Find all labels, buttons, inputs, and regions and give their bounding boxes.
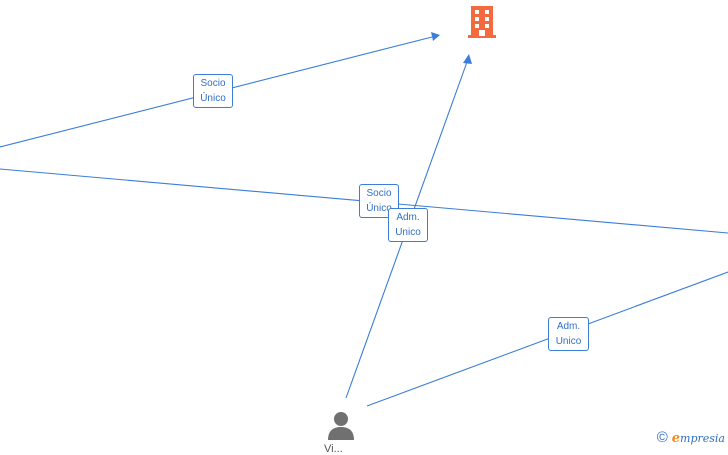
- edge-label-line1: Socio: [366, 188, 392, 199]
- edge-label-line2: Único: [366, 203, 392, 214]
- edge-label-line2: Unico: [395, 227, 421, 238]
- edge-label-line2: Unico: [555, 336, 582, 347]
- edge-label-socio-unico-left[interactable]: Socio Único: [193, 74, 233, 108]
- edge-label-adm-unico-center[interactable]: Adm. Unico: [388, 208, 428, 242]
- person-node-label: Vi...: [324, 443, 343, 455]
- arrowhead-to-company-left: [431, 32, 440, 41]
- edge-label-line1: Socio: [200, 78, 226, 89]
- edge-label-line1: Adm.: [396, 212, 420, 223]
- edge-label-adm-unico-right[interactable]: Adm. Unico: [548, 317, 589, 351]
- edge-label-line1: Adm.: [556, 321, 581, 332]
- brand-first-letter: e: [671, 430, 681, 446]
- brand-watermark: © empresia: [657, 429, 725, 446]
- arrowhead-to-company-bottom: [463, 54, 472, 64]
- brand-logo: empresia: [672, 430, 725, 446]
- person-icon[interactable]: [328, 412, 354, 440]
- edge-adm-unico-to-right: [366, 271, 728, 407]
- edge-label-line2: Único: [200, 93, 226, 104]
- brand-name-rest: mpresia: [680, 431, 725, 445]
- copyright-symbol: ©: [656, 429, 668, 446]
- building-icon[interactable]: [467, 6, 497, 38]
